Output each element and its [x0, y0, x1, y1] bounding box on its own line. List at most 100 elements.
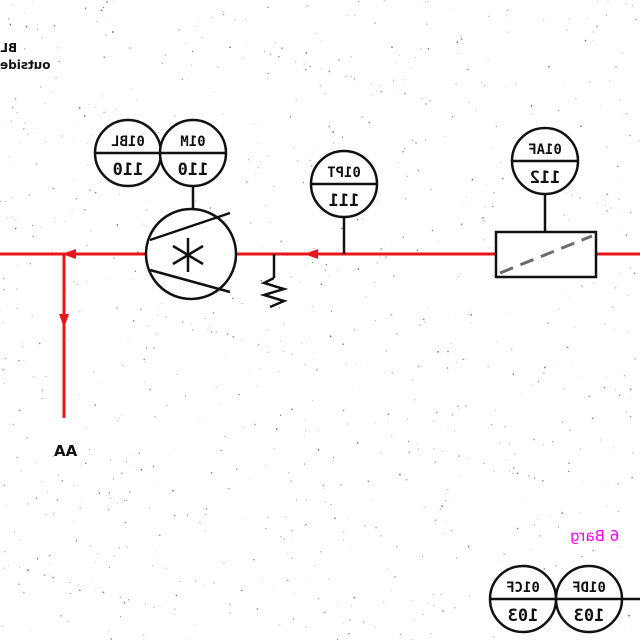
speckle — [345, 75, 347, 78]
speckle — [134, 270, 137, 272]
speckle — [110, 459, 111, 461]
speckle — [568, 470, 570, 473]
speckle — [512, 472, 514, 475]
speckle — [283, 323, 285, 325]
speckle — [464, 405, 467, 407]
speckle — [211, 17, 213, 19]
speckle — [69, 581, 71, 584]
speckle — [368, 121, 370, 124]
speckle — [48, 563, 50, 565]
speckle — [278, 306, 280, 309]
speckle — [471, 178, 474, 181]
instrument-pt[interactable]: 01PT 111 — [309, 149, 379, 219]
speckle — [621, 52, 624, 54]
speckle — [493, 274, 495, 277]
speckle — [265, 205, 268, 207]
speckle — [266, 329, 268, 331]
speckle — [103, 111, 106, 114]
speckle — [102, 6, 105, 9]
speckle — [82, 460, 83, 462]
speckle — [323, 487, 325, 489]
speckle — [156, 313, 159, 316]
speckle — [408, 451, 410, 453]
speckle — [236, 239, 238, 241]
speckle — [15, 219, 17, 221]
speckle — [267, 351, 270, 353]
speckle — [423, 506, 426, 508]
speckle — [468, 314, 470, 316]
filter-element[interactable] — [494, 230, 598, 279]
speckle — [392, 79, 394, 81]
speckle — [346, 15, 348, 17]
speckle — [278, 370, 280, 372]
tag-af: 01AF — [528, 142, 562, 158]
speckle — [510, 348, 513, 351]
speckle — [586, 17, 588, 19]
speckle — [380, 452, 382, 454]
speckle — [215, 386, 218, 388]
speckle — [320, 40, 322, 42]
speckle — [555, 564, 557, 567]
speckle — [261, 580, 263, 582]
speckle — [533, 477, 536, 479]
speckle — [458, 474, 460, 476]
instrument-df[interactable]: 01DF 103 — [554, 564, 624, 634]
speckle — [73, 485, 75, 487]
instrument-cf[interactable]: 01CF 103 — [488, 564, 558, 634]
speckle — [27, 133, 29, 136]
speckle — [229, 612, 231, 614]
speckle — [19, 141, 21, 144]
speckle — [65, 289, 67, 291]
speckle — [200, 36, 203, 39]
speckle — [247, 159, 249, 161]
speckle — [108, 492, 111, 494]
instrument-bl[interactable]: 01BL 110 — [93, 118, 163, 188]
compressor[interactable] — [144, 207, 238, 301]
speckle — [86, 280, 88, 282]
instrument-m[interactable]: 01M 110 — [158, 118, 228, 188]
speckle — [533, 438, 535, 441]
flow-arrow-middle — [304, 249, 318, 259]
speckle — [566, 346, 569, 349]
speckle — [520, 392, 522, 394]
speckle — [144, 604, 147, 606]
speckle — [67, 317, 70, 319]
speckle — [329, 335, 332, 338]
speckle — [154, 416, 156, 418]
speckle — [551, 363, 553, 366]
speckle — [458, 408, 460, 410]
speckle — [584, 39, 587, 42]
speckle — [588, 395, 590, 398]
speckle — [390, 245, 391, 247]
speckle — [330, 503, 332, 506]
speckle — [417, 448, 420, 450]
speckle — [82, 498, 84, 500]
speckle — [164, 54, 166, 56]
speckle — [105, 277, 107, 279]
speckle — [265, 464, 267, 467]
speckle — [491, 148, 493, 150]
speckle — [491, 205, 494, 208]
speckle — [170, 611, 172, 613]
speckle — [242, 57, 244, 59]
speckle — [420, 48, 422, 50]
speckle — [19, 539, 21, 541]
speckle — [459, 273, 461, 275]
speckle — [492, 465, 494, 467]
speckle — [204, 585, 206, 587]
speckle — [466, 68, 469, 71]
instrument-af[interactable]: 01AF 112 — [510, 126, 580, 196]
speckle — [44, 574, 46, 576]
speckle — [3, 382, 6, 385]
speckle — [124, 521, 127, 524]
speckle — [226, 488, 227, 490]
speckle — [441, 450, 444, 452]
speckle — [212, 311, 215, 314]
speckle — [204, 317, 206, 320]
speckle — [117, 420, 119, 422]
speckle — [304, 625, 307, 628]
speckle — [558, 308, 561, 310]
speckle — [295, 60, 297, 63]
speckle — [568, 18, 570, 20]
speckle — [505, 459, 507, 461]
